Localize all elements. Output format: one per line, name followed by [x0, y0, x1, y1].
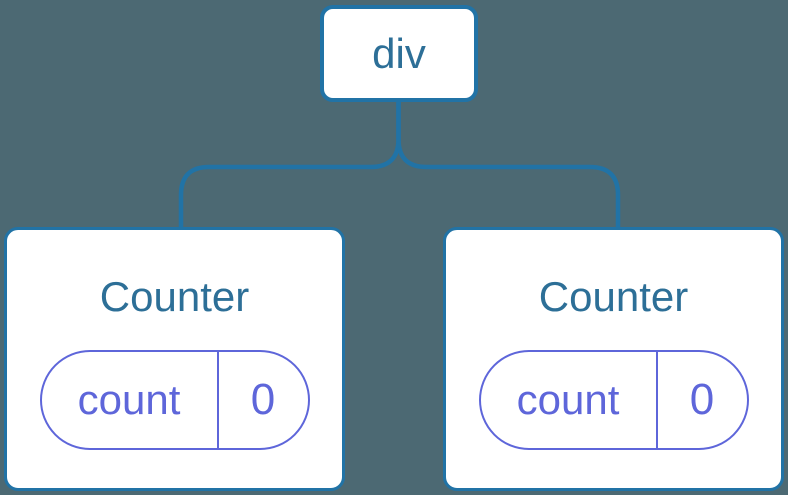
counter-node-left: Counter count 0 — [4, 227, 345, 491]
connector-right-branch — [396, 102, 621, 228]
counter-node-right: Counter count 0 — [443, 227, 784, 491]
counter-right-state-pill: count 0 — [478, 350, 749, 450]
counter-right-state-name: count — [516, 376, 620, 423]
root-node-div: div — [320, 5, 478, 102]
counter-left-state-name: count — [77, 376, 181, 423]
counter-left-title: Counter — [99, 273, 250, 320]
counter-right-state-value: 0 — [655, 352, 747, 448]
connector-left-branch — [178, 102, 401, 228]
counter-left-state-value: 0 — [216, 352, 308, 448]
root-node-label: div — [372, 29, 426, 77]
counter-left-state-pill: count 0 — [39, 350, 310, 450]
counter-right-title: Counter — [538, 273, 689, 320]
